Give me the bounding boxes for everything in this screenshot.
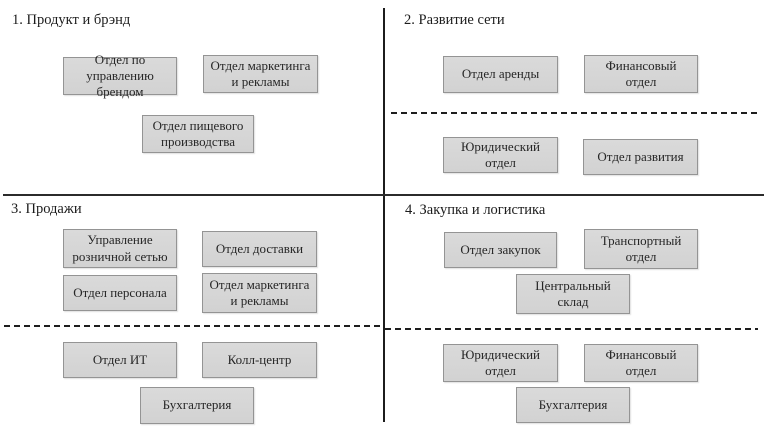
box-marketing-advertising-q3: Отдел маркетинга и рекламы	[202, 273, 317, 313]
box-legal-q2: Юридический отдел	[443, 137, 558, 173]
box-food-production: Отдел пищевого производства	[142, 115, 254, 153]
quadrant-title-sales: 3. Продажи	[11, 201, 82, 217]
box-central-warehouse: Центральный склад	[516, 274, 630, 314]
box-legal-q4: Юридический отдел	[443, 344, 558, 382]
quadrant-title-product-brand: 1. Продукт и брэнд	[12, 12, 131, 28]
box-finance-q4: Финансовый отдел	[584, 344, 698, 382]
quadrant-title-procurement-logistics: 4. Закупка и логистика	[405, 202, 546, 218]
box-transport-department: Транспортный отдел	[584, 229, 698, 269]
box-brand-management: Отдел по управлению брендом	[63, 52, 177, 99]
box-finance-q2: Финансовый отдел	[584, 55, 698, 93]
box-procurement-department: Отдел закупок	[444, 232, 557, 268]
box-it-department: Отдел ИТ	[63, 342, 177, 378]
box-marketing-advertising-q1: Отдел маркетинга и рекламы	[203, 55, 318, 93]
box-delivery-department: Отдел доставки	[202, 231, 317, 267]
box-hr-department: Отдел персонала	[63, 275, 177, 311]
box-accounting-q4: Бухгалтерия	[516, 387, 630, 423]
quadrant-title-network-development: 2. Развитие сети	[404, 12, 505, 28]
box-accounting-q3: Бухгалтерия	[140, 387, 254, 424]
box-call-center: Колл-центр	[202, 342, 317, 378]
dashed-separator-q4	[385, 328, 758, 330]
box-development-department: Отдел развития	[583, 139, 698, 175]
dashed-separator-q3	[4, 325, 383, 327]
horizontal-divider	[3, 194, 764, 196]
box-rent-department: Отдел аренды	[443, 56, 558, 93]
box-retail-network-management: Управление розничной сетью	[63, 229, 177, 268]
vertical-divider	[383, 8, 385, 422]
dashed-separator-q2	[391, 112, 758, 114]
